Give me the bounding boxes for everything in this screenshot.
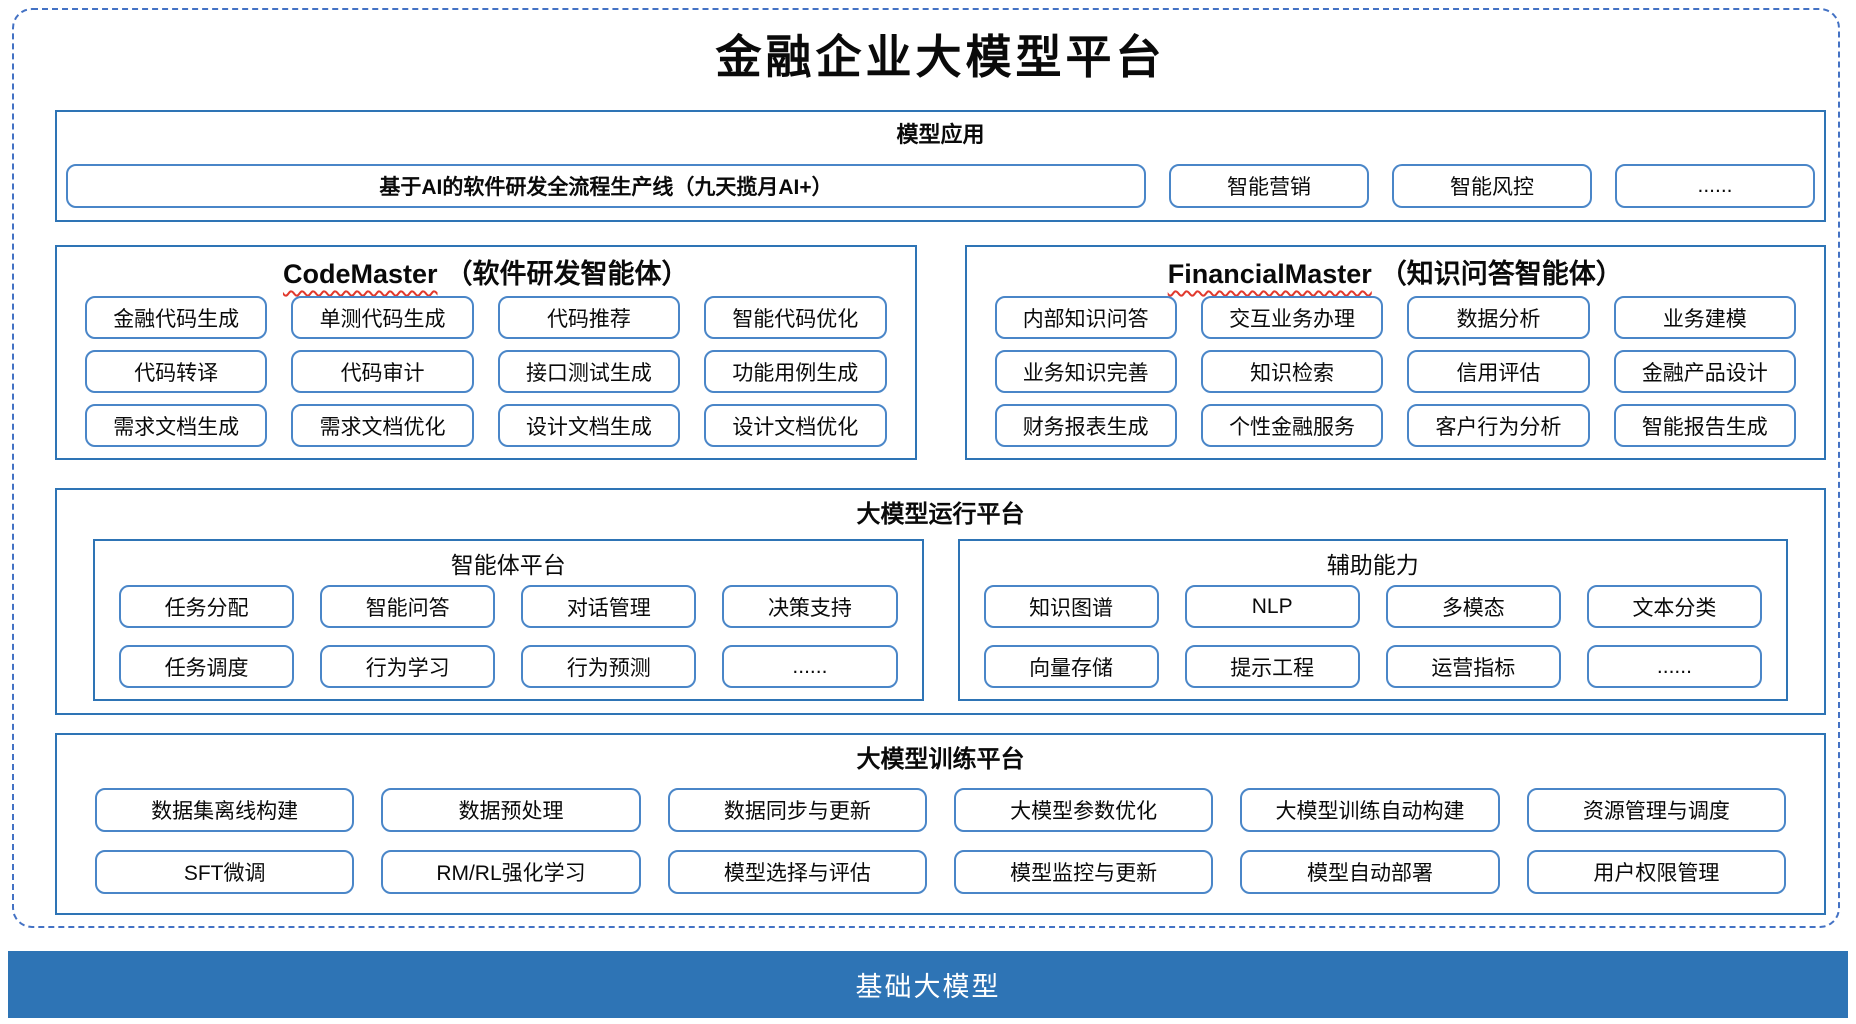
capability-cell: 用户权限管理 bbox=[1526, 850, 1786, 894]
runtime-row: 智能体平台 任务分配 智能问答 对话管理 决策支持 任务调度 行为学习 行为预测… bbox=[57, 531, 1824, 701]
capability-cell: 单测代码生成 bbox=[291, 296, 474, 339]
capability-cell: ...... bbox=[722, 645, 898, 688]
capability-cell: 模型监控与更新 bbox=[954, 850, 1214, 894]
capability-cell: 资源管理与调度 bbox=[1526, 788, 1786, 832]
capability-cell: 任务调度 bbox=[119, 645, 295, 688]
page-title: 金融企业大模型平台 bbox=[715, 30, 1166, 84]
capability-cell: 运营指标 bbox=[1385, 645, 1561, 688]
capability-cell: 金融产品设计 bbox=[1613, 350, 1796, 393]
capability-cell: 业务建模 bbox=[1613, 296, 1796, 339]
diagram-content: 金融企业大模型平台 模型应用 基于AI的软件研发全流程生产线（九天揽月AI+） … bbox=[55, 0, 1826, 915]
capability-cell: 业务知识完善 bbox=[994, 350, 1177, 393]
capability-cell: RM/RL强化学习 bbox=[381, 850, 641, 894]
runtime-platform-title: 大模型运行平台 bbox=[856, 501, 1025, 528]
capability-cell: 设计文档优化 bbox=[704, 404, 887, 447]
codemaster-grid: 金融代码生成 单测代码生成 代码推荐 智能代码优化 代码转译 代码审计 接口测试… bbox=[57, 292, 915, 447]
capability-cell: 设计文档生成 bbox=[497, 404, 681, 447]
capability-cell: 多模态 bbox=[1385, 585, 1561, 628]
capability-cell: 智能问答 bbox=[320, 585, 496, 628]
capability-cell: 内部知识问答 bbox=[994, 296, 1177, 339]
codemaster-title: CodeMaster（软件研发智能体） bbox=[57, 256, 915, 292]
financialmaster-title: FinancialMaster（知识问答智能体） bbox=[967, 256, 1825, 292]
capability-cell: 财务报表生成 bbox=[994, 404, 1177, 447]
capability-cell: 基于AI的软件研发全流程生产线（九天揽月AI+） bbox=[66, 164, 1146, 208]
capability-cell: 行为预测 bbox=[521, 645, 697, 688]
capability-cell: 功能用例生成 bbox=[704, 350, 887, 393]
capability-cell: 数据分析 bbox=[1407, 296, 1590, 339]
section-runtime-platform: 大模型运行平台 智能体平台 任务分配 智能问答 对话管理 决策支持 任务调度 行… bbox=[55, 488, 1826, 715]
capability-cell: 接口测试生成 bbox=[497, 350, 681, 393]
capability-cell: 需求文档生成 bbox=[85, 404, 268, 447]
codemaster-title-cn: （软件研发智能体） bbox=[445, 259, 689, 289]
capability-cell: 需求文档优化 bbox=[291, 404, 474, 447]
capability-cell: 文本分类 bbox=[1586, 585, 1762, 628]
section-training-platform: 大模型训练平台 数据集离线构建 数据预处理 数据同步与更新 大模型参数优化 大模… bbox=[55, 733, 1826, 915]
capability-cell: SFT微调 bbox=[95, 850, 355, 894]
capability-cell: 代码推荐 bbox=[497, 296, 681, 339]
capability-cell: 数据预处理 bbox=[381, 788, 641, 832]
capability-cell: 大模型参数优化 bbox=[954, 788, 1214, 832]
financialmaster-title-cn: （知识问答智能体） bbox=[1379, 259, 1623, 289]
model-applications-row: 基于AI的软件研发全流程生产线（九天揽月AI+） 智能营销 智能风控 .....… bbox=[57, 150, 1824, 208]
section-model-applications: 模型应用 基于AI的软件研发全流程生产线（九天揽月AI+） 智能营销 智能风控 … bbox=[55, 110, 1826, 222]
capability-cell: 对话管理 bbox=[521, 585, 697, 628]
capability-cell: 知识检索 bbox=[1200, 350, 1384, 393]
capability-cell: ...... bbox=[1615, 164, 1815, 208]
capability-cell: 信用评估 bbox=[1407, 350, 1590, 393]
financialmaster-title-en: FinancialMaster bbox=[1167, 259, 1372, 289]
capability-cell: 大模型训练自动构建 bbox=[1240, 788, 1500, 832]
subsection-aux-capabilities: 辅助能力 知识图谱 NLP 多模态 文本分类 向量存储 提示工程 运营指标 ..… bbox=[957, 539, 1788, 701]
capability-cell: 交互业务办理 bbox=[1200, 296, 1384, 339]
capability-cell: 模型自动部署 bbox=[1240, 850, 1500, 894]
capability-cell: 金融代码生成 bbox=[85, 296, 268, 339]
capability-cell: 个性金融服务 bbox=[1200, 404, 1384, 447]
agent-platform-grid: 任务分配 智能问答 对话管理 决策支持 任务调度 行为学习 行为预测 .....… bbox=[95, 580, 922, 688]
capability-cell: NLP bbox=[1184, 585, 1360, 628]
codemaster-title-en: CodeMaster bbox=[282, 259, 438, 289]
agents-row: CodeMaster（软件研发智能体） 金融代码生成 单测代码生成 代码推荐 智… bbox=[55, 245, 1826, 460]
capability-cell: 数据同步与更新 bbox=[667, 788, 927, 832]
subsection-agent-platform: 智能体平台 任务分配 智能问答 对话管理 决策支持 任务调度 行为学习 行为预测… bbox=[93, 539, 924, 701]
capability-cell: 行为学习 bbox=[320, 645, 496, 688]
aux-capabilities-grid: 知识图谱 NLP 多模态 文本分类 向量存储 提示工程 运营指标 ...... bbox=[960, 580, 1787, 688]
capability-cell: ...... bbox=[1586, 645, 1762, 688]
financialmaster-grid: 内部知识问答 交互业务办理 数据分析 业务建模 业务知识完善 知识检索 信用评估… bbox=[967, 292, 1825, 447]
capability-cell: 智能风控 bbox=[1392, 164, 1592, 208]
capability-cell: 知识图谱 bbox=[983, 585, 1159, 628]
capability-cell: 智能营销 bbox=[1169, 164, 1369, 208]
aux-capabilities-title: 辅助能力 bbox=[1326, 552, 1419, 578]
capability-cell: 智能代码优化 bbox=[704, 296, 887, 339]
capability-cell: 数据集离线构建 bbox=[95, 788, 355, 832]
capability-cell: 智能报告生成 bbox=[1613, 404, 1796, 447]
capability-cell: 向量存储 bbox=[983, 645, 1159, 688]
section-codemaster: CodeMaster（软件研发智能体） 金融代码生成 单测代码生成 代码推荐 智… bbox=[55, 245, 917, 460]
capability-cell: 代码审计 bbox=[291, 350, 474, 393]
capability-cell: 决策支持 bbox=[722, 585, 898, 628]
capability-cell: 代码转译 bbox=[85, 350, 268, 393]
training-platform-title: 大模型训练平台 bbox=[856, 746, 1025, 773]
outer-dashed-frame bbox=[12, 8, 1840, 928]
model-applications-title: 模型应用 bbox=[896, 122, 985, 147]
section-financialmaster: FinancialMaster（知识问答智能体） 内部知识问答 交互业务办理 数… bbox=[964, 245, 1826, 460]
capability-cell: 提示工程 bbox=[1184, 645, 1360, 688]
base-model-bar: 基础大模型 bbox=[8, 951, 1848, 1018]
capability-cell: 任务分配 bbox=[119, 585, 295, 628]
capability-cell: 客户行为分析 bbox=[1407, 404, 1590, 447]
training-grid: 数据集离线构建 数据预处理 数据同步与更新 大模型参数优化 大模型训练自动构建 … bbox=[57, 776, 1824, 894]
base-model-label: 基础大模型 bbox=[855, 972, 1001, 1002]
capability-cell: 模型选择与评估 bbox=[667, 850, 927, 894]
agent-platform-title: 智能体平台 bbox=[450, 552, 566, 578]
